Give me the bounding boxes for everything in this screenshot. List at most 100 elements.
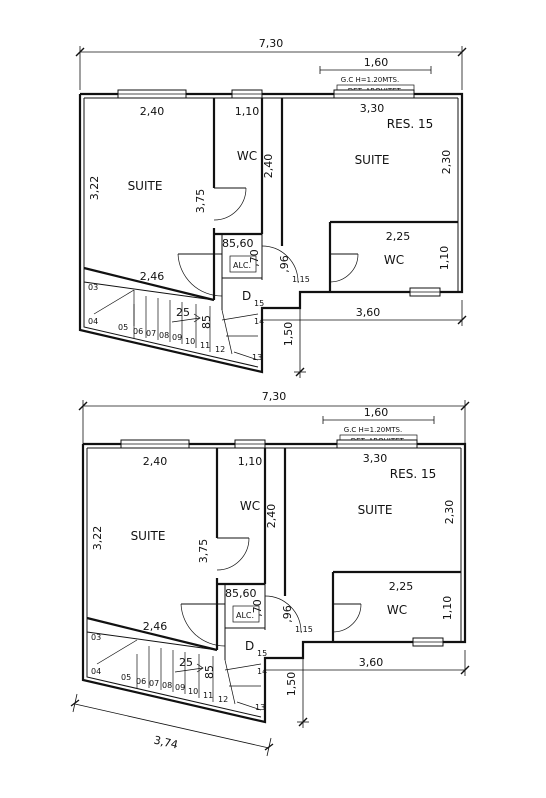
room-label-right-suite: SUITE xyxy=(358,503,393,517)
label-70: ,70 xyxy=(248,249,261,267)
dim-wc-side: 2,40 xyxy=(262,154,275,179)
dim-right-top: 3,30 xyxy=(363,452,388,465)
dim-wc-top: 1,10 xyxy=(235,105,260,118)
label-96: ,96 xyxy=(278,255,291,273)
step-08: 08 xyxy=(159,331,169,340)
dimension-partial-top: 1,60 G.C H=1.20MTS. DET. ARQUITET. xyxy=(322,406,435,446)
room-label-wc-right: WC xyxy=(384,253,404,267)
dimension-partial-top: 1,60 G.C H=1.20MTS. DET. ARQUITET. xyxy=(319,56,432,96)
label-60: ,60 xyxy=(236,237,254,250)
label-25: 25 xyxy=(176,306,190,319)
dimension-total-width: 7,30 xyxy=(75,37,467,90)
dim-left-inner: 3,75 xyxy=(197,539,210,564)
dim-wc-right-top: 2,25 xyxy=(389,580,414,593)
label-alc: ALC. xyxy=(233,261,251,270)
dim-right-side: 2,30 xyxy=(440,150,453,175)
dim-wc-right-side: 1,10 xyxy=(441,596,454,621)
interior-walls xyxy=(86,448,461,660)
step-03: 03 xyxy=(91,633,101,642)
step-09: 09 xyxy=(172,333,182,342)
dim-wc-side: 2,40 xyxy=(265,504,278,529)
step-13: 13 xyxy=(252,353,262,362)
label-d: D xyxy=(245,639,254,653)
gc-label: G.C H=1.20MTS. xyxy=(344,426,402,434)
label-96: ,96 xyxy=(281,605,294,623)
step-06: 06 xyxy=(136,677,146,686)
step-07: 07 xyxy=(146,329,156,338)
floor-plan-bottom: 7,30 1,60 G.C H=1.20MTS. DET. ARQUITET. xyxy=(70,390,470,757)
step-08: 08 xyxy=(162,681,172,690)
step-11: 11 xyxy=(203,691,213,700)
dim-left-inner: 3,75 xyxy=(194,189,207,214)
room-label-right-suite: SUITE xyxy=(355,153,390,167)
step-15: 15 xyxy=(254,299,264,308)
dim-total-width-label: 7,30 xyxy=(262,390,287,403)
dim-right-side: 2,30 xyxy=(443,500,456,525)
doors xyxy=(177,187,359,297)
dim-diagonal-bottom-label: 3,74 xyxy=(152,734,179,752)
step-15: 15 xyxy=(257,649,267,658)
room-label-wc-right: WC xyxy=(387,603,407,617)
dim-wc-top: 1,10 xyxy=(238,455,263,468)
dim-left-top: 2,40 xyxy=(143,455,168,468)
step-12: 12 xyxy=(215,345,225,354)
step-05: 05 xyxy=(118,323,128,332)
dimension-diagonal-bottom: 3,74 xyxy=(70,693,274,757)
label-60: ,60 xyxy=(239,587,257,600)
res-label: RES. 15 xyxy=(390,467,436,481)
label-85: 85 xyxy=(225,587,239,600)
step-05: 05 xyxy=(121,673,131,682)
dim-partial-top-label: 1,60 xyxy=(364,406,389,419)
room-label-left-suite: SUITE xyxy=(131,529,166,543)
dim-vertical-bottom-label: 1,50 xyxy=(285,672,298,697)
interior-walls xyxy=(83,98,458,310)
dim-vertical-bottom-label: 1,50 xyxy=(282,322,295,347)
label-115: 1,15 xyxy=(292,275,310,284)
dim-right-bottom-label: 3,60 xyxy=(356,306,381,319)
step-10: 10 xyxy=(185,337,195,346)
dim-partial-top-label: 1,60 xyxy=(364,56,389,69)
label-alc: ALC. xyxy=(236,611,254,620)
step-04: 04 xyxy=(88,317,98,326)
dimension-total-width: 7,30 xyxy=(78,390,470,444)
dimension-vertical-bottom: 1,50 xyxy=(282,292,306,378)
label-85b: 85 xyxy=(203,665,216,679)
step-10: 10 xyxy=(188,687,198,696)
step-14: 14 xyxy=(254,317,264,326)
dimension-right-bottom: 3,60 xyxy=(262,300,467,326)
step-14: 14 xyxy=(257,667,267,676)
room-label-left-suite: SUITE xyxy=(128,179,163,193)
dim-right-top: 3,30 xyxy=(360,102,385,115)
step-03: 03 xyxy=(88,283,98,292)
label-85b: 85 xyxy=(200,315,213,329)
alc-box xyxy=(232,605,260,623)
gc-label: G.C H=1.20MTS. xyxy=(341,76,399,84)
dim-wc-right-side: 1,10 xyxy=(438,246,451,271)
label-85: 85 xyxy=(222,237,236,250)
dimension-right-bottom: 3,60 xyxy=(265,650,470,676)
label-d: D xyxy=(242,289,251,303)
room-label-wc-top: WC xyxy=(240,499,260,513)
alc-box xyxy=(229,255,257,273)
step-09: 09 xyxy=(175,683,185,692)
dim-left-side: 3,22 xyxy=(88,176,101,201)
step-12: 12 xyxy=(218,695,228,704)
step-06: 06 xyxy=(133,327,143,336)
dim-right-bottom-label: 3,60 xyxy=(359,656,384,669)
step-07: 07 xyxy=(149,679,159,688)
staircase xyxy=(86,631,262,711)
staircase xyxy=(83,281,259,361)
label-115: 1,15 xyxy=(295,625,313,634)
res-label: RES. 15 xyxy=(387,117,433,131)
label-25: 25 xyxy=(179,656,193,669)
dim-left-diag: 2,46 xyxy=(143,620,168,633)
step-11: 11 xyxy=(200,341,210,350)
dim-left-diag: 2,46 xyxy=(140,270,165,283)
dim-wc-right-top: 2,25 xyxy=(386,230,411,243)
step-13: 13 xyxy=(255,703,265,712)
label-70: ,70 xyxy=(251,599,264,617)
room-label-wc-top: WC xyxy=(237,149,257,163)
doors xyxy=(180,537,362,647)
dimension-vertical-bottom: 1,50 xyxy=(285,642,309,728)
